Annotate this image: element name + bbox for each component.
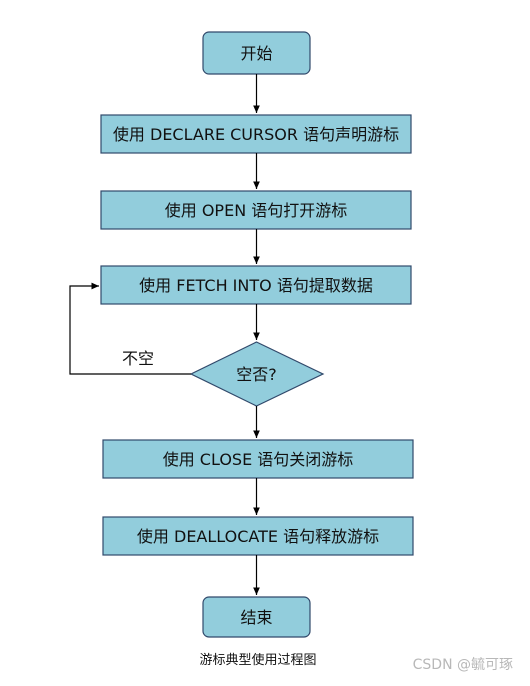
fetch-label: 使用 FETCH INTO 语句提取数据	[139, 276, 373, 295]
loop-label: 不空	[122, 349, 154, 368]
close-step: 使用 CLOSE 语句关闭游标	[102, 439, 414, 479]
loop-back-arrow	[69, 282, 191, 375]
deallocate-step: 使用 DEALLOCATE 语句释放游标	[102, 516, 414, 556]
decision-node: 空否?	[189, 341, 325, 407]
watermark: CSDN @毓可琢	[413, 657, 513, 673]
declare-label: 使用 DECLARE CURSOR 语句声明游标	[113, 125, 399, 144]
start-label: 开始	[240, 44, 272, 63]
end-label: 结束	[240, 608, 272, 627]
open-step: 使用 OPEN 语句打开游标	[100, 190, 412, 230]
start-node: 开始	[202, 31, 311, 75]
decision-label: 空否?	[236, 365, 277, 384]
end-node: 结束	[202, 596, 311, 638]
deallocate-label: 使用 DEALLOCATE 语句释放游标	[137, 527, 379, 546]
fetch-step: 使用 FETCH INTO 语句提取数据	[100, 265, 412, 305]
figure-caption: 游标典型使用过程图	[199, 652, 316, 668]
declare-step: 使用 DECLARE CURSOR 语句声明游标	[100, 114, 412, 154]
close-label: 使用 CLOSE 语句关闭游标	[163, 450, 354, 469]
open-label: 使用 OPEN 语句打开游标	[165, 201, 348, 220]
